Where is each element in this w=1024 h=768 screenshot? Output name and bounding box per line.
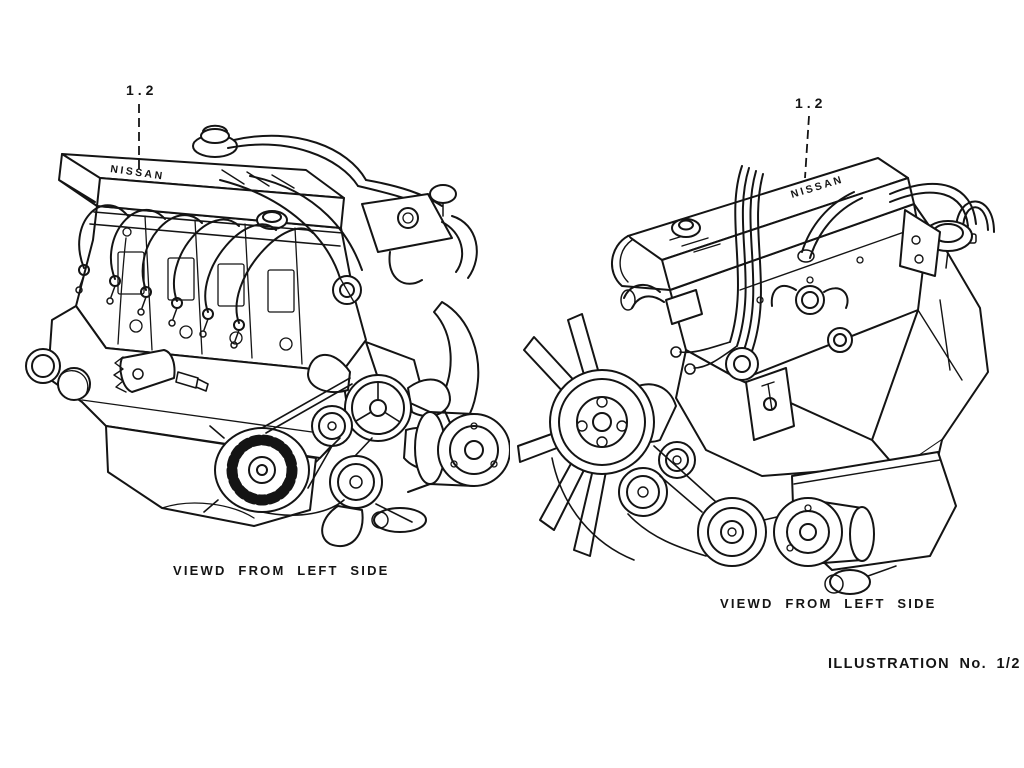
figure-right-engine: NISSAN xyxy=(510,140,1010,610)
illustration-number: ILLUSTRATION No. 1/2 xyxy=(828,656,1021,672)
part-label-right: 1.2 xyxy=(795,95,827,111)
left-engine-drawing: NISSAN xyxy=(25,124,510,547)
caption-left-engine: VIEWD FROM LEFT SIDE xyxy=(173,563,390,578)
caption-right-engine: VIEWD FROM LEFT SIDE xyxy=(720,596,937,611)
right-engine-drawing: NISSAN xyxy=(517,157,995,595)
figure-left-engine: NISSAN xyxy=(10,120,510,550)
part-label-left: 1.2 xyxy=(126,82,158,98)
